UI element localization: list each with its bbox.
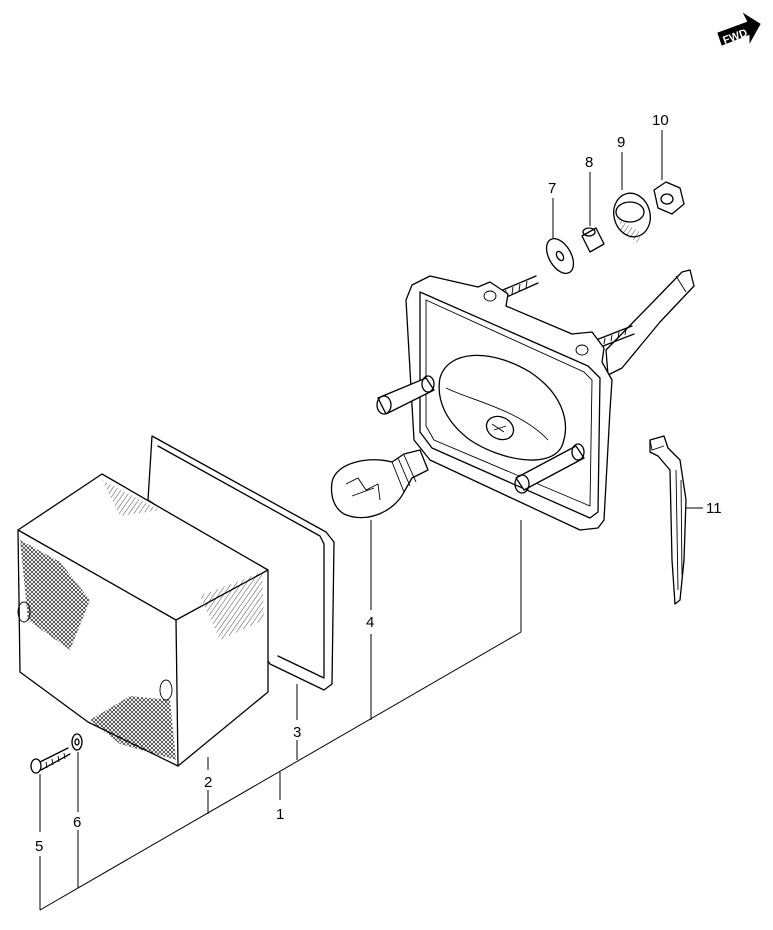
part-10-nut: [653, 130, 685, 215]
callout-6: 6: [73, 814, 81, 831]
part-9-grommet: [613, 152, 651, 244]
callout-2: 2: [204, 774, 212, 791]
callout-5: 5: [35, 838, 43, 855]
part-2-lens: [17, 473, 269, 770]
callout-9: 9: [617, 134, 625, 151]
part-7-washer: [545, 198, 575, 274]
forward-direction-badge: FWD: [717, 12, 761, 47]
callout-8: 8: [585, 154, 593, 171]
part-6-washer: [71, 733, 83, 888]
part-5-screw: [30, 747, 71, 910]
callout-7: 7: [548, 180, 556, 197]
part-8-spacer: [581, 172, 605, 253]
callout-3: 3: [293, 724, 301, 741]
callout-1: 1: [276, 806, 284, 823]
lamp-housing: [376, 269, 695, 632]
callout-10: 10: [652, 112, 669, 129]
assembly-leader-lines: [39, 631, 522, 911]
part-11-cable-tie: [649, 435, 703, 605]
callout-4: 4: [366, 614, 374, 631]
part-4-bulb: [330, 449, 429, 720]
callout-11: 11: [706, 500, 722, 517]
